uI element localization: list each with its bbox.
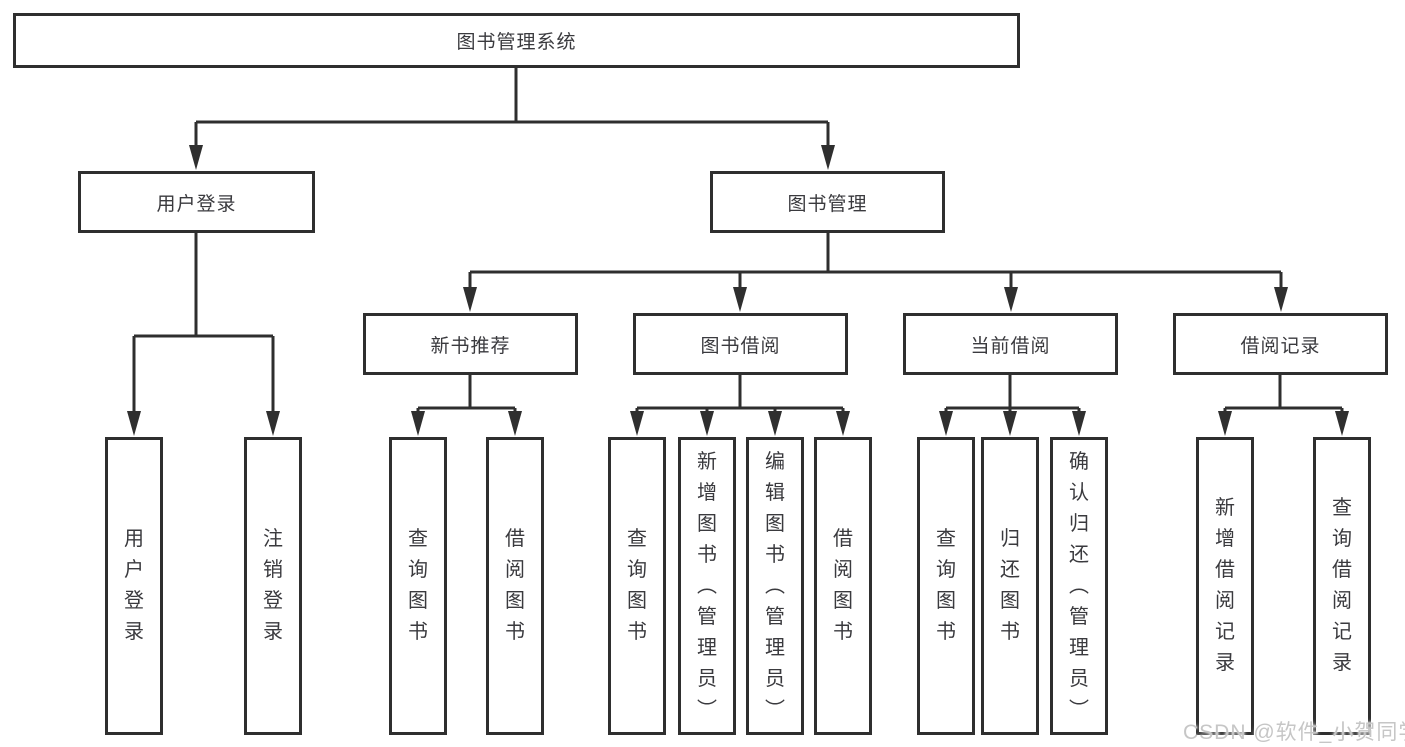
vertical-char: ︶ [1069, 698, 1089, 721]
csdn-watermark: CSDN @软件_小贺同学 [1183, 721, 1405, 744]
vertical-char: 辑 [765, 481, 785, 504]
node-book-borrowing: 图书借阅 [633, 313, 848, 375]
node-leaf-borrow-books-1: 借阅图书 [486, 437, 544, 735]
vertical-char: 询 [936, 559, 956, 581]
vertical-char: 借 [1332, 559, 1352, 581]
node-leaf-edit-books-admin: 编辑图书 ︵ 管理员 ︶ [746, 437, 804, 735]
vertical-char: 查 [408, 528, 428, 550]
vertical-char: 增 [697, 481, 717, 504]
vertical-char: 图 [408, 590, 428, 612]
node-label: 图书借阅 [700, 335, 781, 357]
vertical-char: ︵ [765, 574, 785, 597]
node-library-management-system: 图书管理系统 [13, 13, 1020, 68]
node-user-login: 用户登录 [78, 171, 315, 233]
node-label: 新书推荐 [430, 335, 511, 357]
node-label: 借阅记录 [1240, 335, 1321, 357]
node-leaf-add-borrow-record: 新增借阅记录 [1196, 437, 1254, 735]
vertical-char: 图 [505, 590, 525, 612]
vertical-char: 图 [627, 590, 647, 612]
vertical-char: 理 [697, 636, 717, 659]
vertical-char: 阅 [1332, 590, 1352, 612]
vertical-char: 查 [627, 528, 647, 550]
vertical-char: 借 [1215, 559, 1235, 581]
vertical-char: 员 [1069, 667, 1089, 690]
vertical-char: 图 [936, 590, 956, 612]
node-leaf-query-books-1: 查询图书 [389, 437, 447, 735]
node-label: 当前借阅 [970, 335, 1051, 357]
vertical-char: 查 [1332, 497, 1352, 519]
vertical-char: 确 [1069, 450, 1089, 473]
vertical-char: 图 [765, 512, 785, 535]
vertical-char: 登 [124, 590, 144, 612]
vertical-char: 登 [263, 590, 283, 612]
node-label: 图书管理 [787, 193, 868, 215]
vertical-char: 管 [697, 605, 717, 628]
vertical-char: 阅 [1215, 590, 1235, 612]
vertical-char: 借 [833, 528, 853, 550]
vertical-char: 认 [1069, 481, 1089, 504]
vertical-char: ︵ [697, 574, 717, 597]
node-leaf-query-books-2: 查询图书 [608, 437, 666, 735]
vertical-char: 新 [1215, 497, 1235, 519]
vertical-char: 还 [1069, 543, 1089, 566]
node-leaf-query-books-3: 查询图书 [917, 437, 975, 735]
vertical-char: ︵ [1069, 574, 1089, 597]
vertical-char: ︶ [765, 698, 785, 721]
vertical-char: 录 [1215, 652, 1235, 674]
vertical-char: 借 [505, 528, 525, 550]
vertical-char: ︶ [697, 698, 717, 721]
node-label: 用户登录 [156, 193, 237, 215]
vertical-char: 用 [124, 528, 144, 550]
vertical-char: 理 [765, 636, 785, 659]
node-leaf-logout: 注销登录 [244, 437, 302, 735]
vertical-char: 图 [1000, 590, 1020, 612]
node-label: 图书管理系统 [456, 32, 577, 53]
vertical-char: 图 [833, 590, 853, 612]
vertical-char: 新 [697, 450, 717, 473]
vertical-char: 编 [765, 450, 785, 473]
vertical-char: 图 [697, 512, 717, 535]
node-leaf-add-books-admin: 新增图书 ︵ 管理员 ︶ [678, 437, 736, 735]
vertical-char: 书 [833, 621, 853, 643]
vertical-char: 增 [1215, 528, 1235, 550]
vertical-char: 记 [1332, 621, 1352, 643]
node-leaf-confirm-return-admin: 确认归还 ︵ 管理员 ︶ [1050, 437, 1108, 735]
vertical-char: 归 [1000, 528, 1020, 550]
vertical-char: 销 [263, 559, 283, 581]
vertical-char: 注 [263, 528, 283, 550]
vertical-char: 书 [505, 621, 525, 643]
vertical-char: 录 [124, 621, 144, 643]
vertical-char: 询 [627, 559, 647, 581]
vertical-char: 理 [1069, 636, 1089, 659]
vertical-char: 书 [408, 621, 428, 643]
vertical-char: 书 [697, 543, 717, 566]
vertical-char: 记 [1215, 621, 1235, 643]
vertical-char: 阅 [505, 559, 525, 581]
vertical-char: 询 [1332, 528, 1352, 550]
vertical-char: 询 [408, 559, 428, 581]
vertical-char: 查 [936, 528, 956, 550]
node-current-borrowing: 当前借阅 [903, 313, 1118, 375]
vertical-char: 归 [1069, 512, 1089, 535]
vertical-char: 户 [124, 559, 144, 581]
vertical-char: 管 [765, 605, 785, 628]
node-leaf-borrow-books-2: 借阅图书 [814, 437, 872, 735]
vertical-char: 书 [627, 621, 647, 643]
vertical-char: 员 [697, 667, 717, 690]
vertical-char: 还 [1000, 559, 1020, 581]
vertical-char: 书 [1000, 621, 1020, 643]
vertical-char: 书 [765, 543, 785, 566]
vertical-char: 阅 [833, 559, 853, 581]
node-leaf-query-borrow-record: 查询借阅记录 [1313, 437, 1371, 735]
vertical-char: 录 [263, 621, 283, 643]
node-leaf-return-books: 归还图书 [981, 437, 1039, 735]
node-borrow-records: 借阅记录 [1173, 313, 1388, 375]
node-book-management: 图书管理 [710, 171, 945, 233]
vertical-char: 书 [936, 621, 956, 643]
vertical-char: 录 [1332, 652, 1352, 674]
node-new-book-recommend: 新书推荐 [363, 313, 578, 375]
vertical-char: 管 [1069, 605, 1089, 628]
node-leaf-user-login: 用户登录 [105, 437, 163, 735]
vertical-char: 员 [765, 667, 785, 690]
